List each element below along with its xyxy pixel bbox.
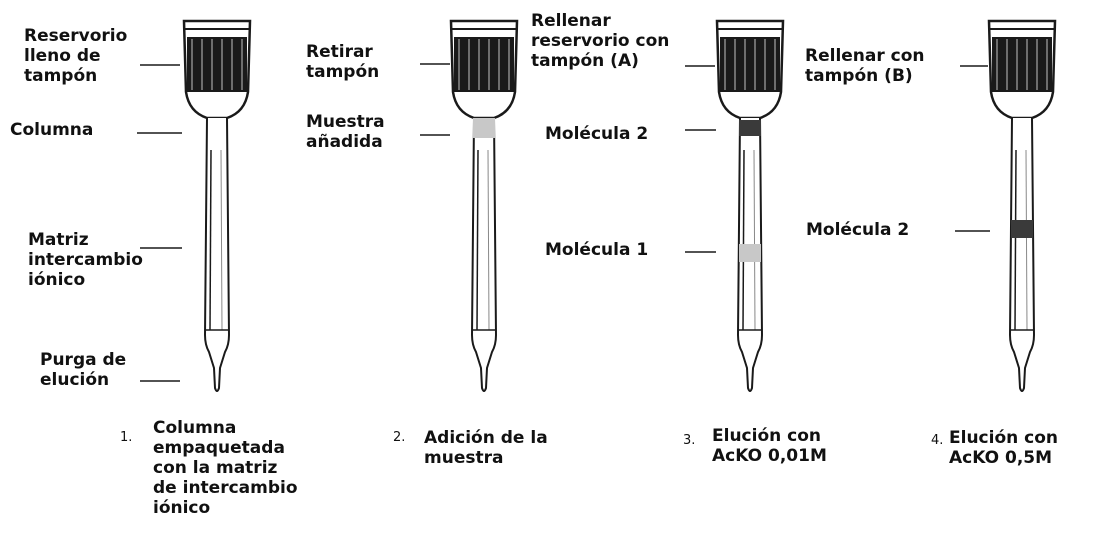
column-4-band-1 [1011, 220, 1033, 238]
label-retirar-tampon: Retirar tampón [306, 42, 380, 82]
column-4-reservoir-buffer [992, 37, 1052, 92]
column-2-band-1 [473, 118, 495, 138]
column-2-matrix-line-left [476, 149, 479, 331]
label-purga-elucion: Purga de elución [40, 350, 127, 390]
column-3-reservoir-buffer [720, 37, 780, 92]
label-rellenar-tampon-b: Rellenar con tampón (B) [805, 46, 925, 86]
column-3-matrix-line-right [753, 149, 756, 331]
step-number-3: 3. [683, 433, 696, 448]
label-molecula-1-step3: Molécula 1 [545, 240, 649, 260]
label-reservorio-lleno: Reservorio lleno de tampón [24, 26, 128, 86]
column-1-matrix-line-left [209, 149, 212, 331]
column-2-tube [470, 117, 498, 392]
column-1-reservoir-buffer [187, 37, 247, 92]
label-molecula-2-step3: Molécula 2 [545, 124, 649, 144]
column-4-matrix-line-right [1025, 149, 1028, 331]
caption-step-3: Elución con AcKO 0,01M [712, 426, 827, 466]
column-1-matrix-line-right [220, 149, 223, 331]
column-3-band-2 [739, 244, 761, 262]
column-3-matrix-line-left [742, 149, 745, 331]
step-number-2: 2. [393, 430, 406, 445]
column-2-reservoir-buffer [454, 37, 514, 92]
column-4-matrix-line-left [1014, 149, 1017, 331]
caption-step-1: Columna empaquetada con la matriz de int… [153, 418, 298, 518]
column-2-matrix-line-right [487, 149, 490, 331]
step-number-4: 4. [931, 433, 944, 448]
caption-step-4: Elución con AcKO 0,5M [949, 428, 1059, 468]
label-columna: Columna [10, 120, 94, 140]
step-number-1: 1. [120, 430, 133, 445]
column-4-tube [1008, 117, 1036, 392]
label-rellenar-reservorio-a: Rellenar reservorio con tampón (A) [531, 11, 670, 71]
column-3-band-1 [739, 120, 761, 136]
label-muestra-anadida: Muestra añadida [306, 112, 385, 152]
label-molecula-2-step4: Molécula 2 [806, 220, 910, 240]
caption-step-2: Adición de la muestra [424, 428, 548, 468]
column-1-tube [203, 117, 231, 392]
label-matriz-intercambio: Matriz intercambio iónico [28, 230, 143, 290]
